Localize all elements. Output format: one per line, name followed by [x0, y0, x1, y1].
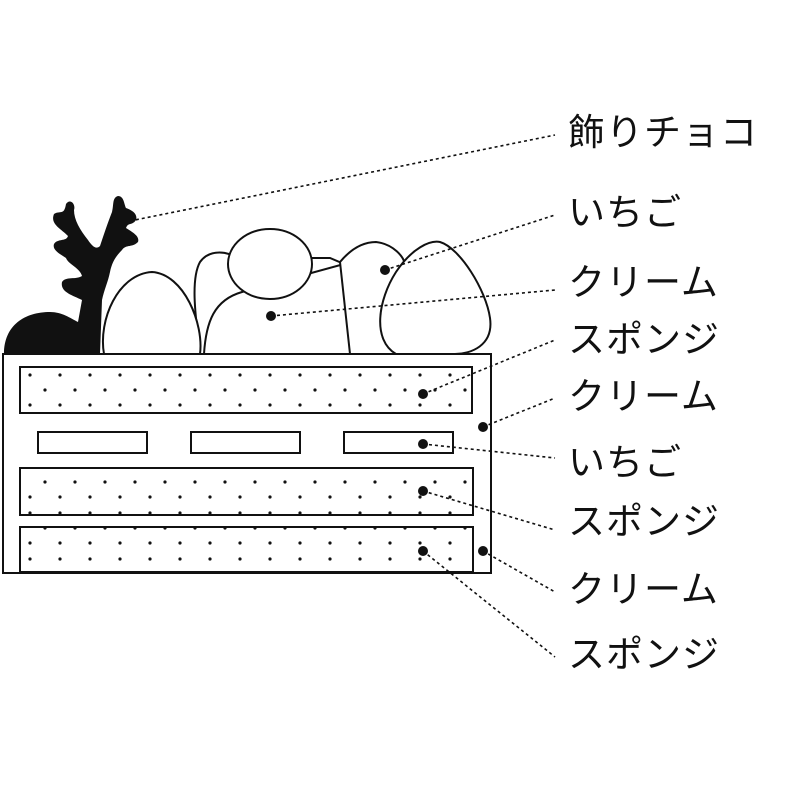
sponge-layer-bottom [19, 526, 474, 573]
strawberry-slice [37, 431, 148, 454]
sponge-layer-middle [19, 467, 474, 516]
label-decoration-chocolate: 飾りチョコ [568, 111, 758, 154]
strawberry-slice [343, 431, 454, 454]
label-strawberry-top: いちご [568, 191, 682, 234]
chocolate-deer-decoration [4, 196, 139, 354]
label-cream-bottom: クリーム [568, 568, 719, 611]
label-sponge-bottom: スポンジ [568, 633, 720, 676]
strawberry-slice [190, 431, 301, 454]
leader-lines [129, 134, 556, 658]
label-cream-middle: クリーム [568, 375, 719, 418]
label-sponge-top: スポンジ [568, 318, 720, 361]
strawberry-top-right [379, 240, 492, 355]
label-strawberry-middle: いちご [568, 441, 682, 484]
strawberry-top-left [101, 270, 202, 355]
strawberry-top-back [227, 228, 313, 300]
sponge-layer-top [19, 366, 473, 414]
label-sponge-middle: スポンジ [568, 500, 720, 543]
pointer-dots [266, 265, 488, 556]
label-cream-top: クリーム [568, 261, 719, 304]
